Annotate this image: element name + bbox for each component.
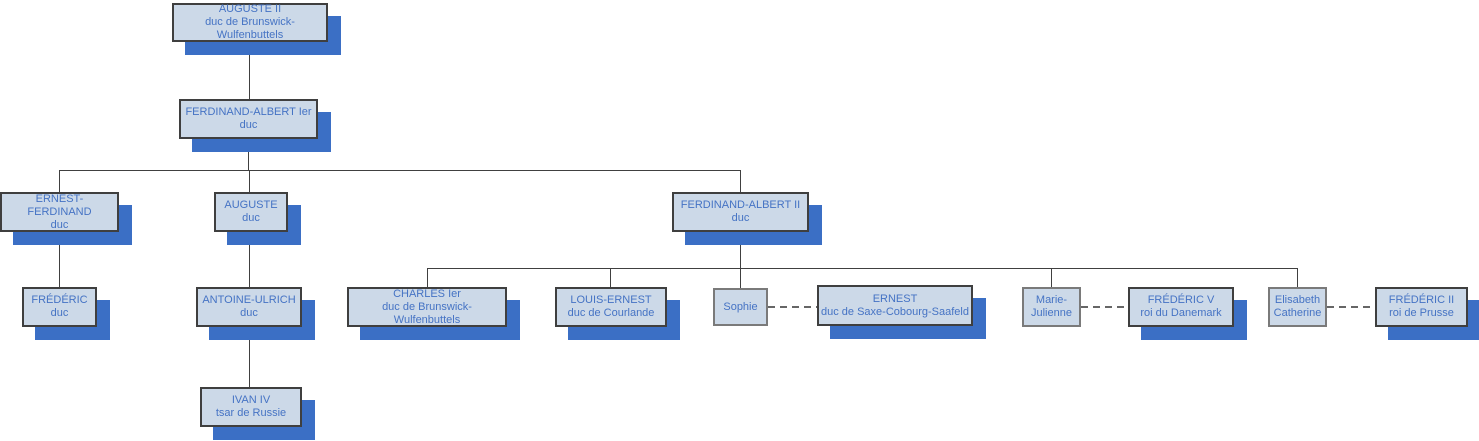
node-louis-ernest[interactable]: LOUIS-ERNEST duc de Courlande <box>555 287 680 340</box>
node-box: FRÉDÉRIC II roi de Prusse <box>1375 287 1468 327</box>
node-box: FRÉDÉRIC duc <box>22 287 97 327</box>
person-name: ANTOINE-ULRICH <box>202 294 296 306</box>
person-name: AUGUSTE II <box>218 3 282 15</box>
connector-line <box>1297 268 1298 287</box>
node-box: Marie-Julienne <box>1022 287 1081 327</box>
person-title: duc <box>239 119 258 131</box>
person-name: FRÉDÉRIC <box>31 294 88 306</box>
person-name: FERDINAND-ALBERT Ier <box>185 106 312 118</box>
person-title: tsar de Russie <box>215 407 287 419</box>
node-ferdinand-albert-1er[interactable]: FERDINAND-ALBERT Ier duc <box>179 99 331 152</box>
node-box: CHARLES Ier duc de Brunswick-Wulfenbutte… <box>347 287 507 327</box>
connector-line <box>610 268 611 287</box>
node-ivan-iv[interactable]: IVAN IV tsar de Russie <box>200 387 315 440</box>
person-title: duc <box>731 212 750 224</box>
person-name: ERNEST-FERDINAND <box>27 192 92 218</box>
node-box: FERDINAND-ALBERT Ier duc <box>179 99 318 139</box>
node-marie-julienne[interactable]: Marie-Julienne <box>1022 287 1081 327</box>
connector-line <box>59 170 60 192</box>
node-elisabeth-catherine[interactable]: Elisabeth Catherine <box>1268 287 1327 327</box>
node-box: ANTOINE-ULRICH duc <box>196 287 302 327</box>
marriage-dashed-line <box>768 306 817 308</box>
connector-line <box>740 268 741 288</box>
node-auguste[interactable]: AUGUSTE duc <box>214 192 301 245</box>
connector-line <box>249 232 250 287</box>
person-name: IVAN IV <box>231 394 271 406</box>
connector-line <box>249 42 250 99</box>
marriage-dashed-line <box>1327 306 1375 308</box>
person-title: duc de Courlande <box>567 307 655 319</box>
person-title: roi de Prusse <box>1389 307 1454 319</box>
person-name: Marie-Julienne <box>1031 294 1072 319</box>
node-frederic-v[interactable]: FRÉDÉRIC V roi du Danemark <box>1128 287 1247 340</box>
connector-line <box>248 139 249 170</box>
person-name: LOUIS-ERNEST <box>570 294 652 306</box>
connector-line <box>427 268 1298 269</box>
person-title: duc <box>240 307 258 319</box>
node-frederic-duc[interactable]: FRÉDÉRIC duc <box>22 287 110 340</box>
node-charles-1er[interactable]: CHARLES Ier duc de Brunswick-Wulfenbutte… <box>347 287 520 340</box>
connector-line <box>249 327 250 387</box>
node-antoine-ulrich[interactable]: ANTOINE-ULRICH duc <box>196 287 315 340</box>
connector-line <box>427 268 428 287</box>
person-title: duc de Brunswick-Wulfenbuttels <box>382 300 472 326</box>
connector-line <box>1051 268 1052 287</box>
node-box: Sophie <box>713 288 768 326</box>
node-ferdinand-albert-ii[interactable]: FERDINAND-ALBERT II duc <box>672 192 822 245</box>
node-box: AUGUSTE II duc de Brunswick-Wulfenbuttel… <box>172 3 328 42</box>
node-frederic-ii[interactable]: FRÉDÉRIC II roi de Prusse <box>1375 287 1479 340</box>
connector-line <box>740 170 741 192</box>
node-box: LOUIS-ERNEST duc de Courlande <box>555 287 667 327</box>
connector-line <box>249 170 250 192</box>
node-ernest-ferdinand[interactable]: ERNEST-FERDINAND duc <box>0 192 132 245</box>
person-name: ERNEST <box>872 292 918 305</box>
node-sophie[interactable]: Sophie <box>713 288 768 326</box>
person-name: Sophie <box>723 300 758 313</box>
node-auguste-ii[interactable]: AUGUSTE II duc de Brunswick-Wulfenbuttel… <box>172 3 341 55</box>
connector-line <box>740 232 741 268</box>
person-name: CHARLES Ier <box>393 287 461 300</box>
person-title: duc <box>50 307 69 319</box>
person-name: FRÉDÉRIC V <box>1147 294 1215 306</box>
marriage-dashed-line <box>1081 306 1128 308</box>
person-name: FRÉDÉRIC II <box>1388 294 1455 306</box>
node-box: FRÉDÉRIC V roi du Danemark <box>1128 287 1234 327</box>
person-title: duc de Brunswick-Wulfenbuttels <box>205 16 295 41</box>
node-box: ERNEST duc de Saxe-Cobourg-Saafeld <box>817 285 973 326</box>
node-box: FERDINAND-ALBERT II duc <box>672 192 809 232</box>
connector-line <box>59 170 741 171</box>
person-title: duc <box>50 218 69 231</box>
person-title: roi du Danemark <box>1140 307 1222 319</box>
person-name: AUGUSTE <box>224 199 278 211</box>
person-name: FERDINAND-ALBERT II <box>680 199 801 211</box>
node-ernest[interactable]: ERNEST duc de Saxe-Cobourg-Saafeld <box>817 285 986 339</box>
connector-line <box>59 232 60 287</box>
node-box: Elisabeth Catherine <box>1268 287 1327 327</box>
person-title: duc <box>242 212 260 224</box>
node-box: AUGUSTE duc <box>214 192 288 232</box>
node-box: IVAN IV tsar de Russie <box>200 387 302 427</box>
person-title: duc de Saxe-Cobourg-Saafeld <box>821 305 969 318</box>
person-name: Elisabeth Catherine <box>1273 294 1322 319</box>
node-box: ERNEST-FERDINAND duc <box>0 192 119 232</box>
